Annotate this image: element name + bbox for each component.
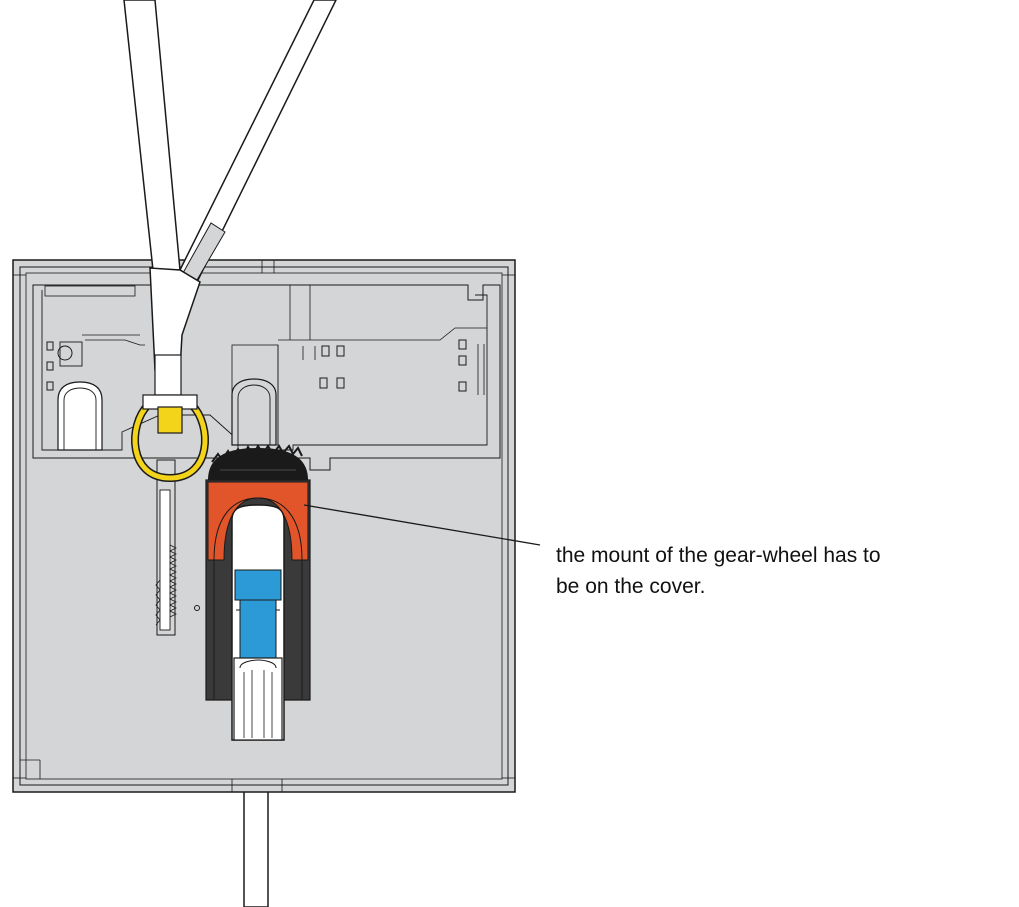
leader-line [303,504,541,546]
annotation-line-1: the mount of the gear-wheel has to [556,544,881,567]
tweezers-tool [123,0,337,396]
annotation-line-2: be on the cover. [556,575,706,598]
rack [155,459,200,636]
gear-wheel [208,444,308,480]
plug [231,504,285,741]
annotation-text: the mount of the gear-wheel has to be on… [556,540,1016,602]
upper-compartment [32,284,501,471]
yellow-clip [131,394,209,483]
